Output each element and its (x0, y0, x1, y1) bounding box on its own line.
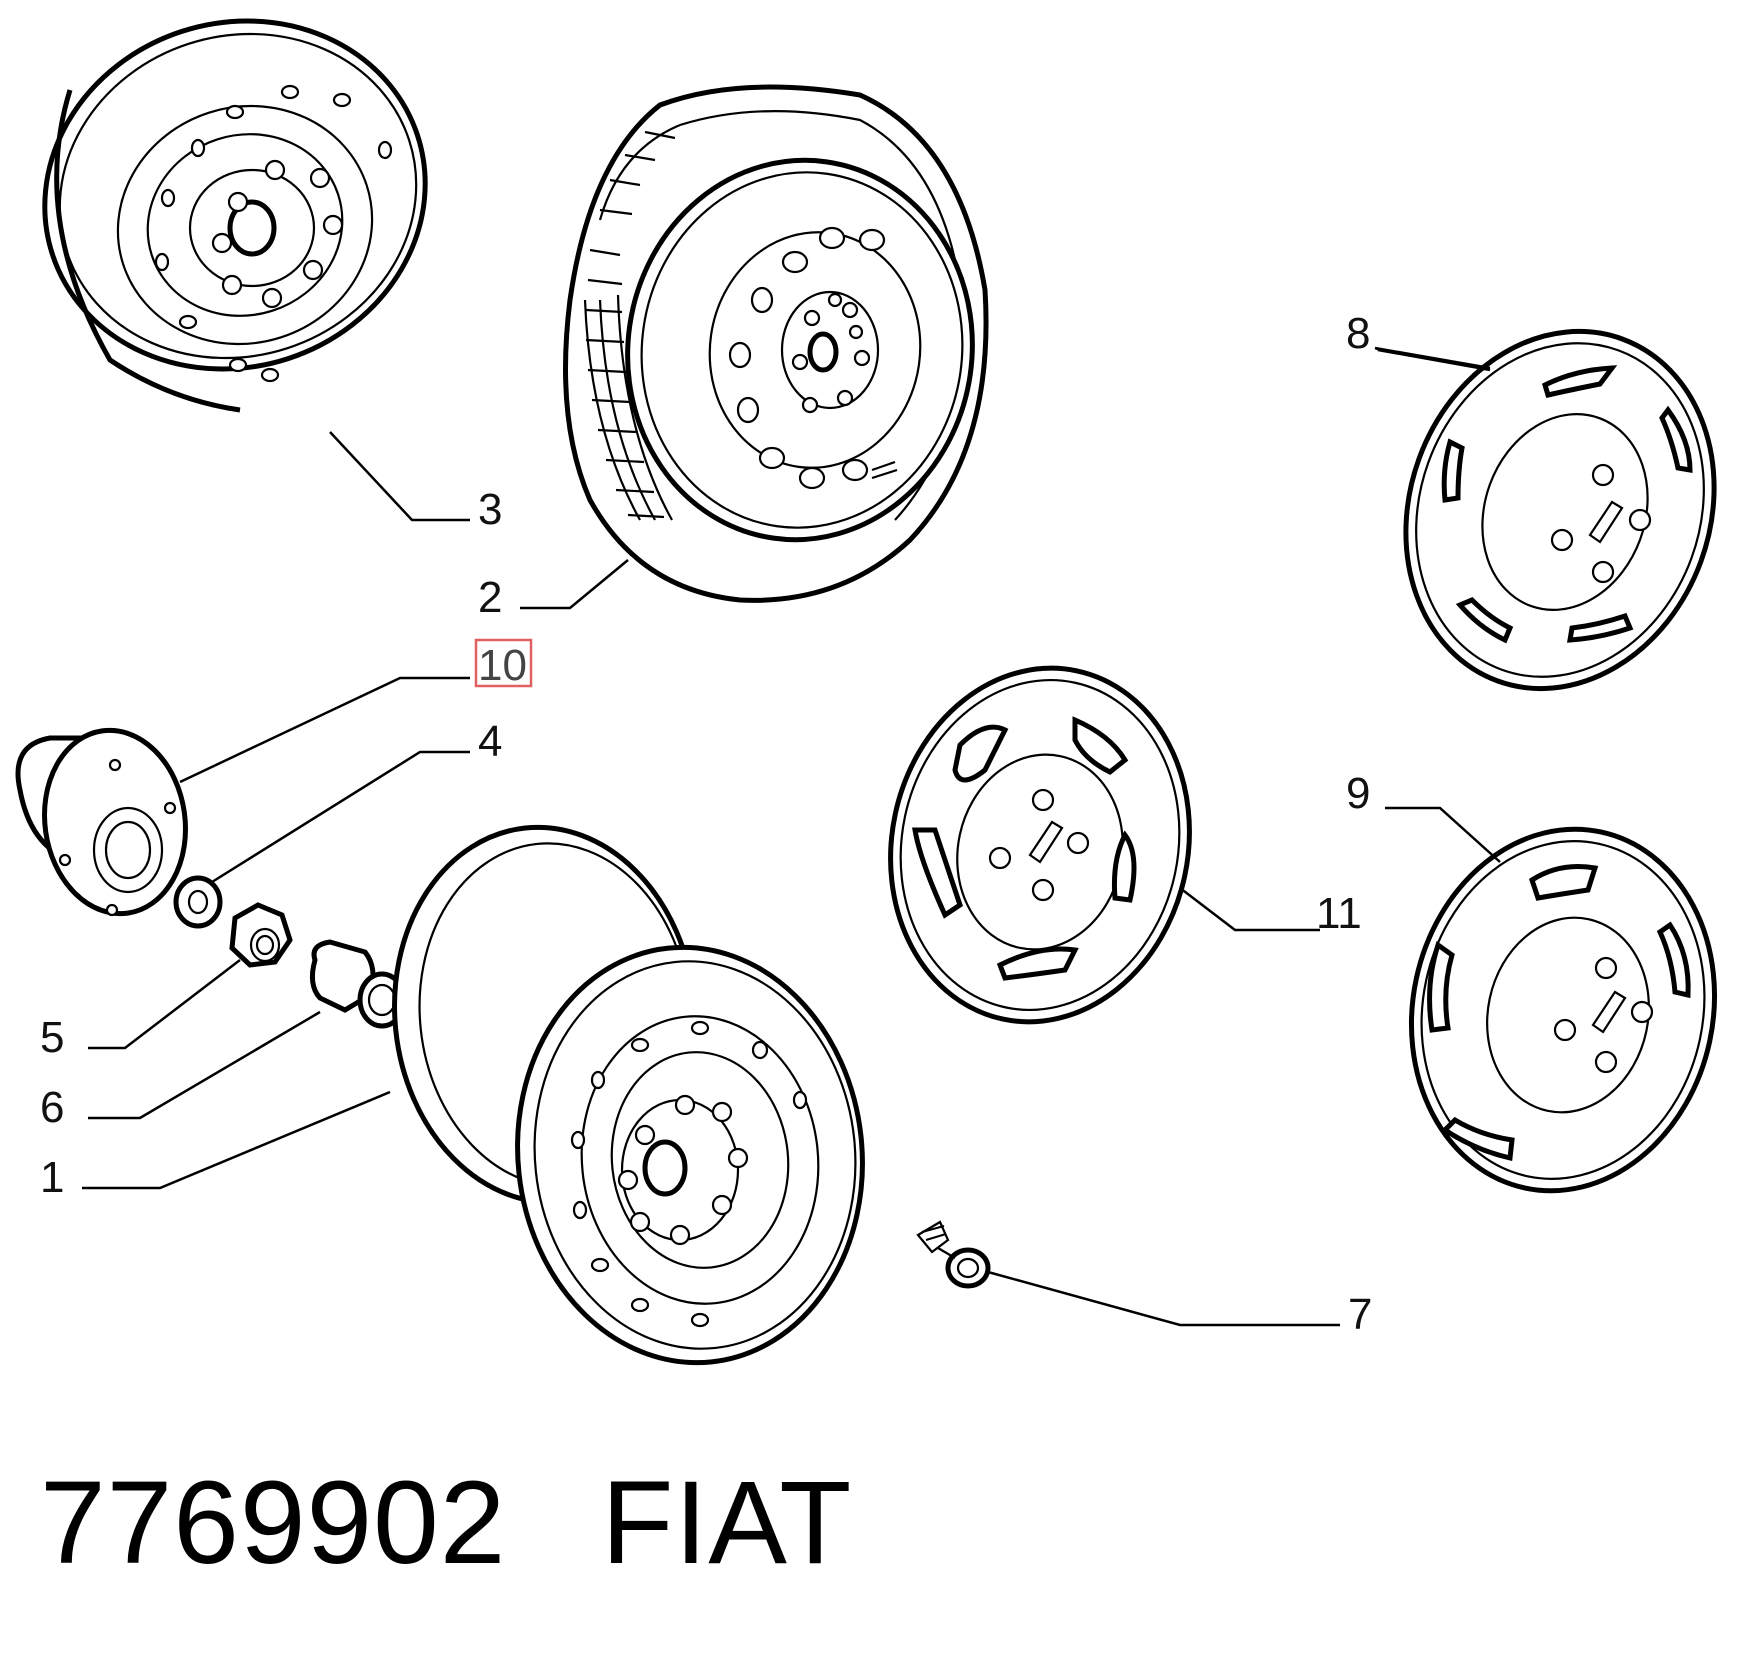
leader-line-8b (1377, 348, 1491, 372)
part-3-vent-holes (154, 84, 393, 383)
part-11-hubcap (888, 665, 1192, 1025)
footer-caption: 7769902 FIAT (40, 1455, 852, 1591)
part-2-tread-pattern (583, 130, 676, 521)
callout-5: 5 (40, 1013, 64, 1062)
callout-10: 10 (478, 641, 527, 690)
callout-9: 9 (1346, 769, 1370, 818)
part-11-slots (912, 716, 1137, 981)
part-3-steel-rim (42, 18, 428, 413)
leader-lines (82, 346, 1501, 1327)
callout-4: 4 (478, 717, 502, 766)
callout-3: 3 (478, 485, 502, 534)
part-3-bolt-holes (211, 159, 344, 309)
part-8-slots (1441, 365, 1693, 644)
callout-6: 6 (40, 1083, 64, 1132)
leader-line-11 (1179, 887, 1320, 932)
part-2-bolt-holes (791, 292, 871, 414)
part-1-vent-holes (570, 1020, 808, 1328)
part-9-slots (1427, 864, 1691, 1162)
leader-line-3 (329, 431, 470, 522)
callout-7: 7 (1348, 1290, 1372, 1339)
callout-11: 11 (1316, 889, 1362, 938)
callout-1: 1 (40, 1153, 64, 1202)
callout-labels: 1 2 3 4 5 6 7 8 9 10 11 (40, 309, 1372, 1339)
leader-line-10 (179, 676, 470, 784)
leader-line-9 (1385, 806, 1501, 863)
part-1-steel-rim (392, 824, 865, 1366)
part-6-spacer (309, 939, 407, 1029)
part-2-tyre-wheel (563, 84, 989, 603)
part-2-valve-stem (871, 460, 898, 480)
part-2-vent-holes (728, 226, 886, 490)
callout-8: 8 (1346, 309, 1370, 358)
part-7-bolt (916, 1220, 991, 1289)
part-9-hubcap (1408, 826, 1718, 1194)
part-10-wheel-hub (15, 727, 188, 917)
part-8-hubcap (1403, 328, 1717, 692)
leader-line-5 (88, 959, 241, 1050)
brand-name: FIAT (601, 1457, 853, 1589)
callout-2: 2 (478, 573, 502, 622)
leader-line-7 (987, 1270, 1340, 1327)
leader-line-1 (82, 1090, 391, 1190)
part-1-bolt-holes (617, 1094, 749, 1246)
leader-line-4 (211, 750, 470, 884)
callout-10-highlight-box (474, 638, 533, 688)
leader-line-8 (1374, 346, 1491, 370)
leader-line-6 (88, 1010, 321, 1120)
leader-line-2 (520, 559, 629, 610)
part-4-washer (173, 875, 223, 929)
part-5-wheel-nut (229, 902, 293, 968)
part-number: 7769902 (40, 1457, 507, 1589)
